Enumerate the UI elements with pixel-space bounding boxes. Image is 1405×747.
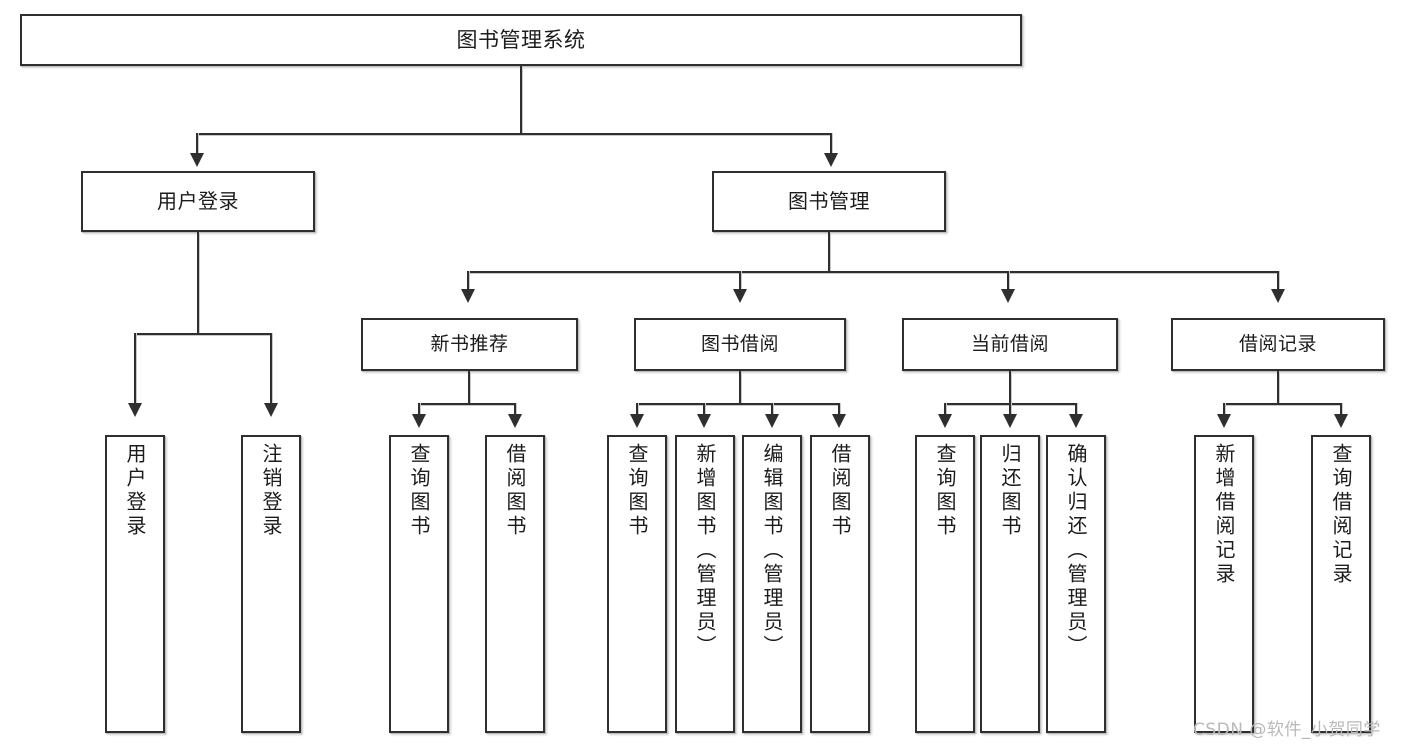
arrow-book-borrow-leaf1 [630,414,644,428]
connector-user-login-bar [134,333,272,335]
arrow-current-borrow-leaf1 [938,414,952,428]
connector-current-borrow-leaf2 [1009,403,1011,417]
connector-root-stem [520,66,522,133]
node-book-borrow[interactable]: 图书借阅 [634,318,846,371]
arrow-to-borrow-record [1271,289,1285,303]
node-label: 查询图书 [407,443,431,539]
arrow-borrow-record-leaf1 [1217,414,1231,428]
connector-to-borrow-record [1277,271,1279,291]
leaf-return-book[interactable]: 归还图书 [980,435,1040,733]
leaf-logout[interactable]: 注销登录 [241,435,301,733]
leaf-add-book-admin[interactable]: 新增图书（管理员） [675,435,735,733]
node-label: 图书借阅 [700,333,779,356]
node-label: 查询图书 [625,443,649,539]
connector-borrow-record-bar [1223,403,1341,405]
leaf-user-login[interactable]: 用户登录 [105,435,165,733]
arrow-new-book-leaf1 [412,414,426,428]
connector-to-new-book [467,271,469,291]
node-label: 确认归还（管理员） [1064,443,1088,659]
connector-to-book-borrow [739,271,741,291]
node-book-management[interactable]: 图书管理 [712,171,946,232]
leaf-query-book-recommend[interactable]: 查询图书 [389,435,449,733]
node-root-system[interactable]: 图书管理系统 [20,14,1022,66]
arrow-new-book-leaf2 [508,414,522,428]
leaf-edit-book-admin[interactable]: 编辑图书（管理员） [742,435,802,733]
leaf-add-borrow-record[interactable]: 新增借阅记录 [1194,435,1254,733]
connector-borrow-record-leaf1 [1223,403,1225,417]
leaf-confirm-return-admin[interactable]: 确认归还（管理员） [1046,435,1106,733]
connector-book-mgmt-stem [828,232,830,271]
connector-book-borrow-bar [636,403,840,405]
connector-user-login-leaf2 [270,333,272,405]
connector-to-current-borrow [1007,271,1009,291]
node-current-borrow[interactable]: 当前借阅 [902,318,1118,371]
connector-book-mgmt-bar [467,271,1279,273]
connector-book-borrow-leaf3 [771,403,773,417]
node-label: 查询图书 [933,443,957,539]
connector-user-login-leaf1 [134,333,136,405]
connector-root-to-user-login [196,133,198,155]
node-label: 借阅图书 [828,443,852,539]
node-label: 当前借阅 [970,333,1049,356]
node-label: 借阅记录 [1238,333,1317,356]
node-label: 借阅图书 [503,443,527,539]
node-user-login[interactable]: 用户登录 [81,171,315,232]
node-label: 用户登录 [123,443,147,539]
node-label: 注销登录 [259,443,283,539]
connector-book-borrow-leaf1 [636,403,638,417]
arrow-borrow-record-leaf2 [1334,414,1348,428]
connector-book-borrow-leaf4 [838,403,840,417]
connector-root-to-book-mgmt [830,133,832,155]
arrow-book-borrow-leaf2 [697,414,711,428]
node-label: 图书管理系统 [456,27,586,52]
leaf-query-borrow-record[interactable]: 查询借阅记录 [1311,435,1371,733]
node-label: 用户登录 [157,188,239,213]
node-label: 图书管理 [788,188,870,213]
arrow-current-borrow-leaf3 [1069,414,1083,428]
arrow-current-borrow-leaf2 [1003,414,1017,428]
leaf-query-book-borrow[interactable]: 查询图书 [607,435,667,733]
node-borrow-record[interactable]: 借阅记录 [1171,318,1385,371]
arrow-to-leaf-logout [264,403,278,417]
node-label: 归还图书 [998,443,1022,539]
connector-book-borrow-stem [739,371,741,405]
connector-borrow-record-leaf2 [1340,403,1342,417]
connector-borrow-record-stem [1277,371,1279,405]
arrow-to-book-mgmt [824,153,838,167]
leaf-borrow-book-recommend[interactable]: 借阅图书 [485,435,545,733]
connector-current-borrow-stem [1009,371,1011,405]
arrow-book-borrow-leaf4 [832,414,846,428]
arrow-to-leaf-user-login [128,403,142,417]
arrow-to-current-borrow [1001,289,1015,303]
connector-new-book-leaf1 [418,403,420,417]
connector-book-borrow-leaf2 [703,403,705,417]
connector-current-borrow-leaf1 [944,403,946,417]
node-label: 编辑图书（管理员） [760,443,784,659]
connector-new-book-leaf2 [514,403,516,417]
connector-root-bar [196,133,832,135]
node-label: 查询借阅记录 [1329,443,1353,587]
arrow-to-new-book [461,289,475,303]
node-label: 新增图书（管理员） [693,443,717,659]
arrow-to-user-login [190,153,204,167]
node-label: 新书推荐 [430,333,509,356]
node-label: 新增借阅记录 [1212,443,1236,587]
connector-new-book-stem [468,371,470,405]
connector-new-book-bar [418,403,516,405]
node-new-book-recommend[interactable]: 新书推荐 [361,318,578,371]
connector-user-login-stem [197,232,199,335]
leaf-borrow-book[interactable]: 借阅图书 [810,435,870,733]
connector-current-borrow-leaf3 [1075,403,1077,417]
arrow-to-book-borrow [733,289,747,303]
leaf-query-book-current[interactable]: 查询图书 [915,435,975,733]
arrow-book-borrow-leaf3 [765,414,779,428]
